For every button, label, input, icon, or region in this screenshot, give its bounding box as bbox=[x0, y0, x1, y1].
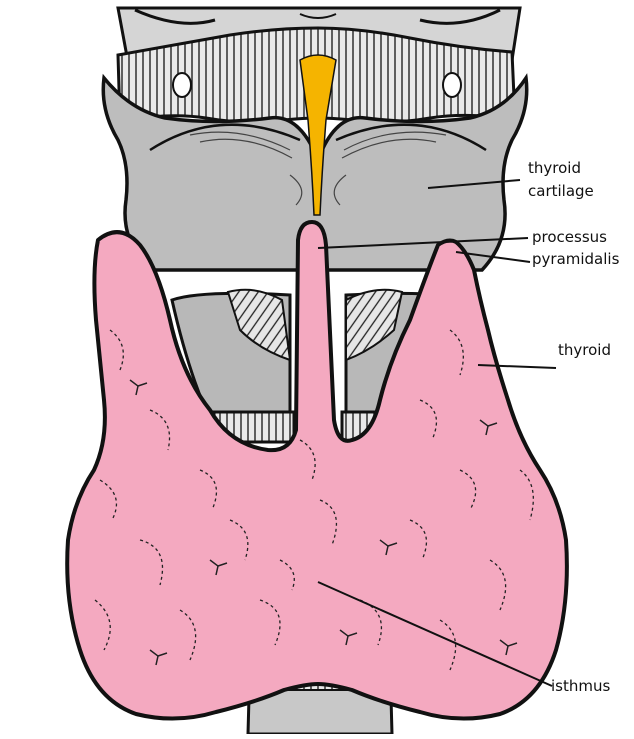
label-processus-line1: processus bbox=[532, 227, 607, 247]
label-isthmus: isthmus bbox=[551, 676, 610, 696]
label-thyroid-cartilage-line1: thyroid bbox=[528, 158, 581, 178]
label-processus-line2: pyramidalis bbox=[532, 249, 619, 269]
label-thyroid-cartilage-line2: cartilage bbox=[528, 181, 594, 201]
thyroid-gland bbox=[67, 222, 567, 719]
label-thyroid: thyroid bbox=[558, 340, 611, 360]
